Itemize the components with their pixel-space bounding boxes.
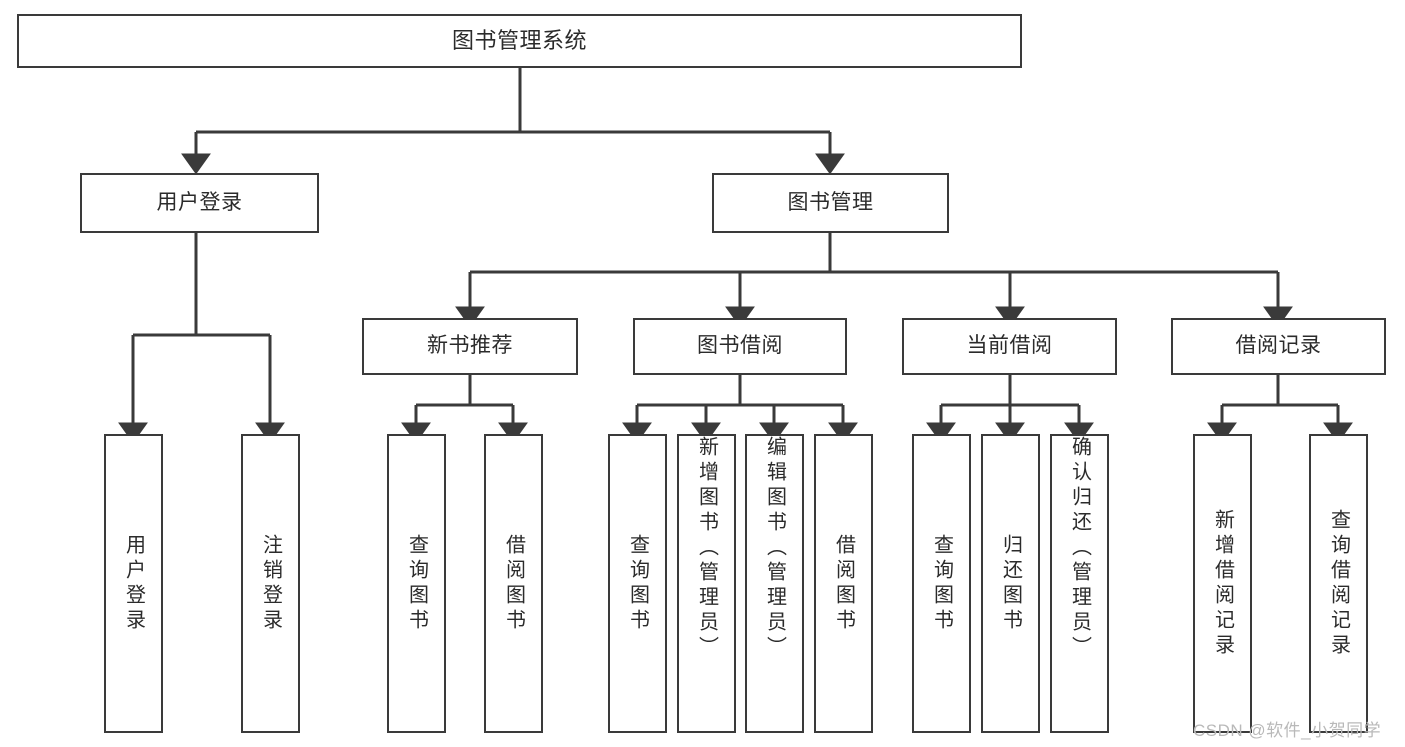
leaf-query-book-recommend[interactable]: 查询图书 — [387, 434, 446, 733]
node-root-system[interactable]: 图书管理系统 — [17, 14, 1022, 68]
leaf-query-book-borrow[interactable]: 查询图书 — [608, 434, 667, 733]
node-book-borrow[interactable]: 图书借阅 — [633, 318, 847, 375]
leaf-query-borrow-record[interactable]: 查询借阅记录 — [1309, 434, 1368, 733]
node-label: 用户登录 — [156, 190, 243, 214]
node-label: 查询图书 — [405, 533, 428, 634]
node-label: 新增图书（管理员） — [695, 436, 718, 661]
node-label: 借阅图书 — [832, 533, 855, 634]
node-label: 归还图书 — [999, 533, 1022, 634]
node-label: 当前借阅 — [966, 334, 1053, 358]
leaf-return-book[interactable]: 归还图书 — [981, 434, 1040, 733]
node-label: 借阅图书 — [502, 533, 525, 634]
node-label: 图书借阅 — [697, 334, 783, 358]
leaf-confirm-return-admin[interactable]: 确认归还（管理员） — [1050, 434, 1109, 733]
node-current-borrow[interactable]: 当前借阅 — [902, 318, 1117, 375]
node-new-book-recommend[interactable]: 新书推荐 — [362, 318, 578, 375]
node-label: 新增借阅记录 — [1211, 508, 1234, 659]
node-user-login[interactable]: 用户登录 — [80, 173, 319, 233]
node-label: 查询图书 — [930, 533, 953, 634]
leaf-logout[interactable]: 注销登录 — [241, 434, 300, 733]
leaf-add-book-admin[interactable]: 新增图书（管理员） — [677, 434, 736, 733]
leaf-borrow-book[interactable]: 借阅图书 — [814, 434, 873, 733]
node-label: 确认归还（管理员） — [1068, 436, 1091, 661]
leaf-edit-book-admin[interactable]: 编辑图书（管理员） — [745, 434, 804, 733]
leaf-borrow-book-recommend[interactable]: 借阅图书 — [484, 434, 543, 733]
node-label: 借阅记录 — [1235, 334, 1322, 358]
node-label: 图书管理 — [787, 190, 874, 214]
node-book-management[interactable]: 图书管理 — [712, 173, 949, 233]
node-label: 新书推荐 — [427, 334, 513, 358]
leaf-query-book-current[interactable]: 查询图书 — [912, 434, 971, 733]
node-label: 用户登录 — [122, 533, 145, 634]
node-label: 编辑图书（管理员） — [763, 436, 786, 661]
node-borrow-record[interactable]: 借阅记录 — [1171, 318, 1386, 375]
node-label: 查询借阅记录 — [1327, 508, 1350, 659]
leaf-add-borrow-record[interactable]: 新增借阅记录 — [1193, 434, 1252, 733]
node-label: 图书管理系统 — [451, 28, 587, 54]
csdn-watermark: CSDN @软件_小贺同学 — [1193, 721, 1382, 740]
node-label: 查询图书 — [626, 533, 649, 634]
node-label: 注销登录 — [259, 533, 282, 634]
leaf-user-login[interactable]: 用户登录 — [104, 434, 163, 733]
